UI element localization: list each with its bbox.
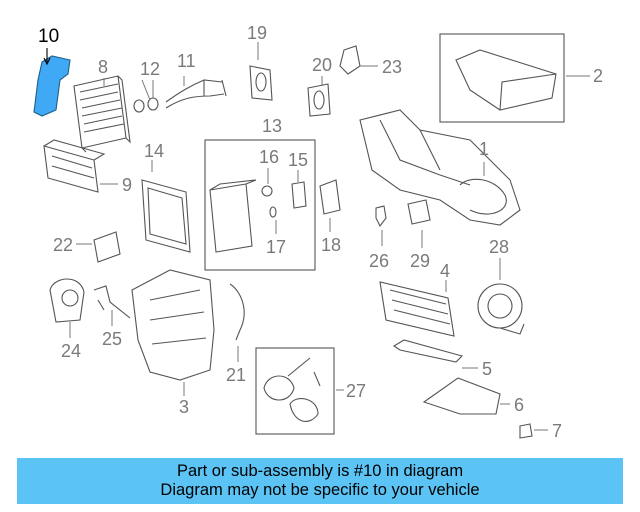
callout-11: 11 [177,51,196,71]
callout-12: 12 [140,59,161,79]
callout-18: 18 [321,235,342,255]
part-9-core [43,139,106,193]
callout-24: 24 [61,341,82,361]
callout-9: 9 [122,175,133,195]
part-3-case [131,269,215,381]
callout-3: 3 [179,397,190,417]
callout-26: 26 [369,251,390,271]
part-18-module [319,179,341,215]
callout-2: 2 [593,66,604,86]
callout-14: 14 [144,141,165,161]
part-7-grommet [519,423,533,439]
callout-29: 29 [410,251,431,271]
callout-25: 25 [102,329,123,349]
callout-5: 5 [482,359,493,379]
part-20-seal [307,83,331,117]
part-19-seal [249,65,273,101]
part-13-module [209,179,257,253]
part-23-bracket [339,45,361,75]
callout-23: 23 [382,57,403,77]
callout-20: 20 [312,55,333,75]
callout-17: 17 [266,237,287,257]
callout-15: 15 [288,150,309,170]
part-10-duct [33,55,71,117]
part-6-plate [422,377,501,415]
callout-6: 6 [514,395,525,415]
part-14-filter [141,179,191,253]
part-12-oring-a [133,99,145,113]
part-25-sensor [93,285,131,319]
banner-line-1: Part or sub-assembly is #10 in diagram [176,462,464,480]
parts-diagram [33,33,590,439]
part-28-blower [477,283,523,329]
callout-27: 27 [346,381,367,401]
part-4-filter [379,281,455,337]
part-22-clip [93,231,121,263]
callout-28: 28 [489,237,510,257]
part-29-connector [407,199,431,225]
part-24-actuator [49,278,85,323]
part-26-sensor [375,205,387,228]
callout-10: 10 [38,26,60,47]
callout-16: 16 [259,147,280,167]
callout-8: 8 [98,57,109,77]
part-11-pipe [165,79,227,109]
part-21-wire [229,283,245,341]
part-27-motor [263,375,319,422]
part-13-frame [204,139,316,271]
callout-1: 1 [479,139,490,159]
part-27-frame [255,347,335,435]
callout-21: 21 [226,365,247,385]
part-8-evaporator [73,75,131,153]
callout-19: 19 [247,23,268,43]
callout-7: 7 [552,421,563,441]
info-banner: Part or sub-assembly is #10 in diagram D… [17,458,623,504]
part-2-cover [455,49,557,111]
part-5-duct [392,339,464,363]
callout-22: 22 [53,235,74,255]
banner-line-2: Diagram may not be specific to your vehi… [160,481,480,499]
part-1-heater-unit [359,109,521,226]
callout-13: 13 [262,116,283,136]
callout-4: 4 [440,261,451,281]
part-2-frame [439,33,565,123]
